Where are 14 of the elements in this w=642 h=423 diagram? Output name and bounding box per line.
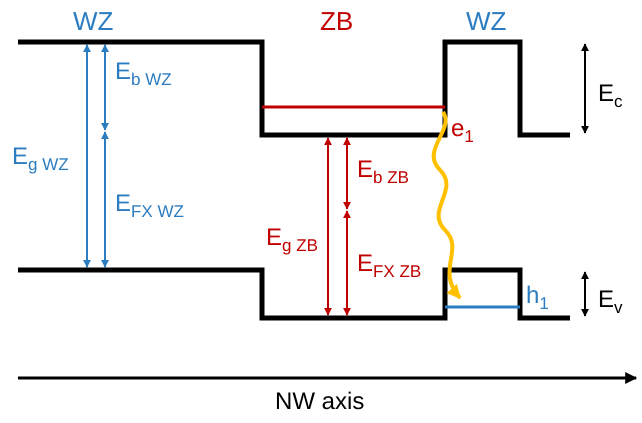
region-label: WZ [466,8,506,34]
energy-label: E$_{v}$ [598,288,623,316]
energy-label: E$_{b WZ}$ [115,60,172,88]
level-label: h$_{1}$ [526,284,549,312]
energy-label: E$_{g ZB}$ [266,226,318,254]
energy-label: E$_{c}$ [598,82,623,110]
level-label: e$_{1}$ [451,117,474,145]
energy-label: E$_{g WZ}$ [12,145,69,173]
axis-label: NW axis [275,390,364,414]
region-label: WZ [73,8,114,34]
energy-label: E$_{FX ZB}$ [357,252,422,280]
region-label: ZB [320,8,354,34]
energy-label: E$_{FX WZ}$ [115,192,184,220]
energy-label: E$_{b ZB}$ [357,158,409,186]
